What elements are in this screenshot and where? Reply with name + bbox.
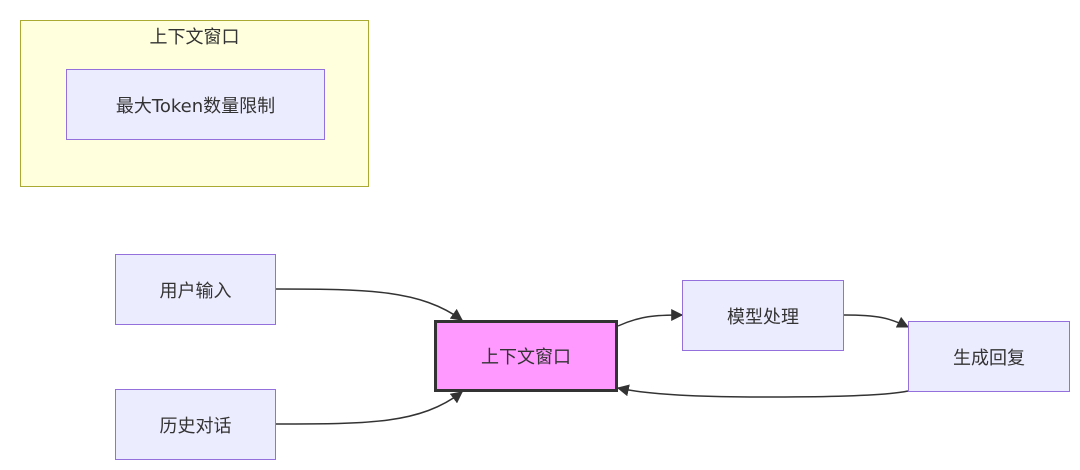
edge-reply-to-context	[616, 384, 909, 398]
edge-user-input-to-context	[274, 288, 463, 321]
model-processing-node: 模型处理	[682, 280, 844, 351]
max-token-limit-node: 最大Token数量限制	[66, 69, 325, 140]
context-window-node: 上下文窗口	[434, 320, 618, 392]
generate-reply-node: 生成回复	[908, 321, 1070, 392]
user-input-node: 用户输入	[115, 254, 276, 325]
cluster-title: 上下文窗口	[149, 27, 240, 48]
history-node: 历史对话	[115, 389, 276, 460]
edge-context-to-model	[617, 309, 684, 327]
edge-model-to-reply	[843, 314, 910, 328]
edge-history-to-context	[274, 391, 463, 425]
